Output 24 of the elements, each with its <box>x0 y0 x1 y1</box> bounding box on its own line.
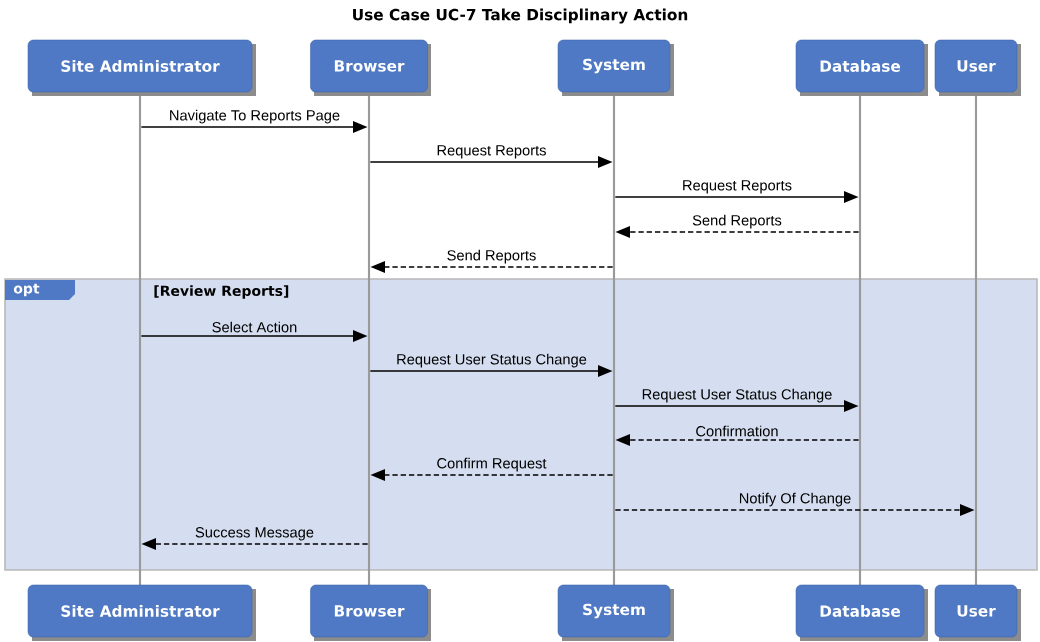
message-label: Notify Of Change <box>737 491 853 508</box>
message-label: Confirmation <box>694 424 780 438</box>
message-label: Request Reports <box>435 143 548 160</box>
participant-box: Database <box>795 39 928 96</box>
diagram-title: Use Case UC-7 Take Disciplinary Action <box>353 8 688 24</box>
message-label: Request User Status Change <box>394 352 589 369</box>
message-label: Confirm Request <box>435 456 548 473</box>
participant-box: User <box>934 39 1021 96</box>
participant-box: Browser <box>310 584 431 641</box>
message-label: Select Action <box>210 320 299 334</box>
participant-box: System <box>557 584 674 641</box>
participant-box: Browser <box>310 39 431 96</box>
participant-box: System <box>557 39 674 96</box>
participant-box: Site Administrator <box>27 584 256 641</box>
message-label: Request User Status Change <box>640 387 834 404</box>
participant-box: User <box>934 584 1021 641</box>
message-label: Send Reports <box>445 248 538 265</box>
message-label: Request Reports <box>680 178 794 195</box>
fragment-tag: opt <box>5 280 75 300</box>
message-label: Send Reports <box>690 213 784 230</box>
message-label: Navigate To Reports Page <box>167 108 342 125</box>
participant-box: Site Administrator <box>27 39 256 96</box>
participant-box: Database <box>795 584 928 641</box>
guard-condition: [Review Reports] <box>154 285 289 299</box>
